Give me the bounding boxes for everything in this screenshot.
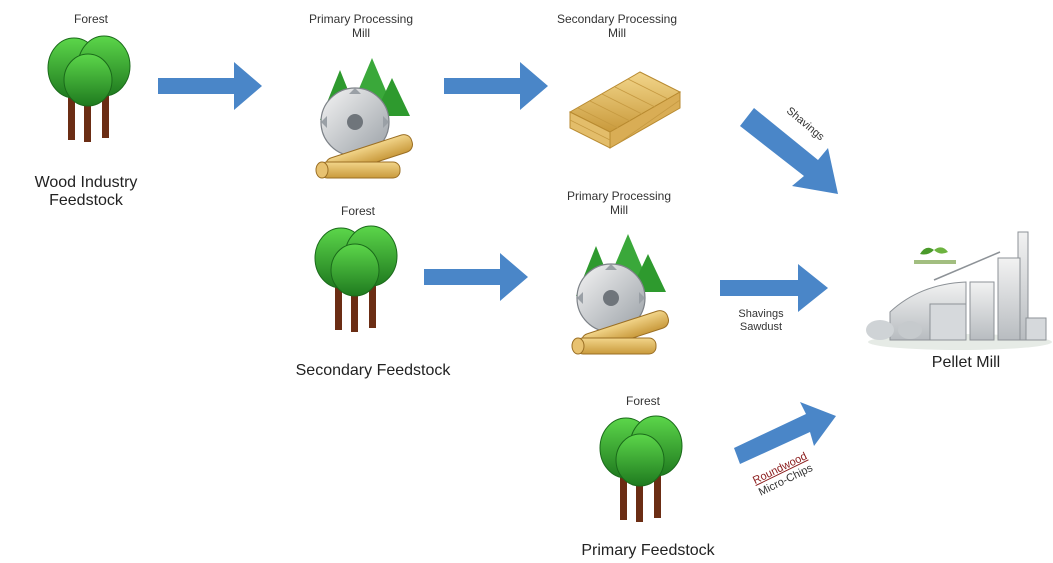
forest-label-wood-industry: Forest: [73, 12, 108, 26]
forest-icon-secondary: [314, 225, 398, 333]
shavings-sawdust-flow-label: Shavings Sawdust: [738, 308, 784, 333]
arrow-secondary-mill-to-pellet-mill: [740, 108, 838, 194]
primary-feedstock-label: Primary Feedstock: [581, 542, 715, 559]
forest-icon-wood-industry: [47, 35, 131, 143]
forest-label-secondary: Forest: [340, 204, 375, 218]
primary-mill-label-1: Primary Processing Mill: [308, 12, 414, 40]
arrow-forest-to-pellet-mill: [734, 402, 836, 464]
wood-industry-feedstock-label: Wood Industry Feedstock: [34, 174, 138, 210]
primary-mill-icon-1: [315, 57, 416, 179]
arrow-primary-to-secondary-mill: [444, 62, 548, 110]
secondary-mill-label: Secondary Processing Mill: [556, 12, 678, 40]
arrow-forest-to-primary-mill-2: [424, 253, 528, 301]
primary-mill-label-2: Primary Processing Mill: [566, 189, 672, 217]
secondary-feedstock-label: Secondary Feedstock: [295, 362, 451, 379]
pellet-mill-plant-icon: [865, 231, 1053, 351]
arrow-forest-to-primary-mill-1: [158, 62, 262, 110]
forest-icon-primary: [599, 415, 683, 523]
forest-label-primary: Forest: [625, 394, 660, 408]
pellet-mill-label: Pellet Mill: [931, 354, 1001, 371]
arrow-primary-mill-to-pellet-mill: [720, 264, 828, 312]
primary-mill-icon-2: [571, 233, 672, 355]
lumber-stack-icon: [569, 71, 681, 149]
